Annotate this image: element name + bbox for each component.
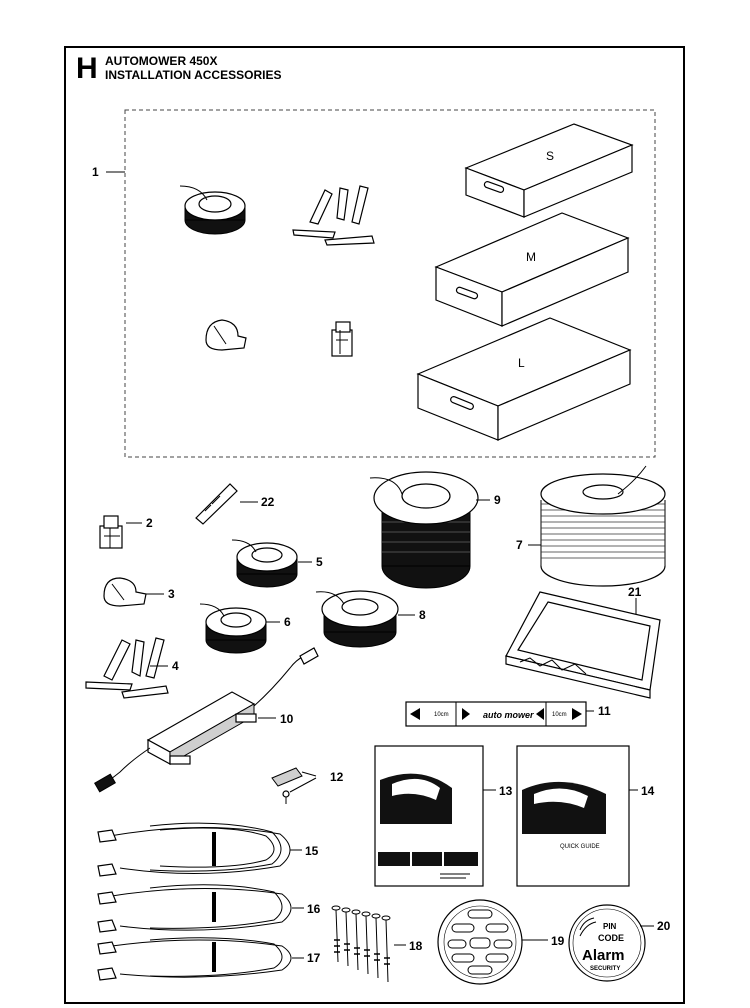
kit-coupler-icon [331,321,353,357]
callout-2: 2 [146,516,153,530]
callout-12: 12 [330,770,344,784]
callout-5: 5 [316,555,323,569]
kit-pegs-icon [292,185,375,246]
callout-6: 6 [284,615,291,629]
connector-icon [103,577,147,607]
callout-9: 9 [494,493,501,507]
section-letter: H [76,52,98,85]
kit-box-m [434,212,630,327]
svg-text:10cm: 10cm [552,712,567,718]
sticker-line3: Alarm [582,947,625,964]
callout-22: 22 [261,495,275,509]
box-m-label: M [526,250,536,264]
leader-12b [289,777,317,793]
callout-17: 17 [307,951,321,965]
cable-16-icon [97,884,292,933]
blade-screw-icon [271,767,303,804]
wire-spool-6-icon [199,603,267,654]
callout-16: 16 [307,902,321,916]
callout-8: 8 [419,608,426,622]
callout-4: 4 [172,659,179,673]
callout-19: 19 [551,934,565,948]
kit-wire-spool-icon [179,185,246,235]
sticker-line4: SECURITY [590,966,620,972]
box-l-label: L [518,356,525,370]
power-supply-icon [94,647,319,793]
cable-17-icon [97,937,292,981]
callout-3: 3 [168,587,175,601]
quick-guide-caption: QUICK GUIDE [560,844,600,850]
pegs-icon [85,637,169,699]
measuring-gauge-icon: 10cm 10cm [405,701,587,727]
wire-spool-8-icon [315,590,399,648]
kit-connector-icon [205,319,247,351]
page-title-model: AUTOMOWER 450X [105,54,218,68]
callout-1: 1 [92,165,99,179]
callout-21: 21 [628,585,642,599]
callout-10: 10 [280,712,294,726]
operator-manual-icon [374,745,484,887]
coupler-icon [99,515,123,549]
cable-reel-icon [540,465,666,587]
callout-18: 18 [409,939,423,953]
screws-icon [331,905,391,983]
screwdriver-bit-icon [195,483,238,525]
sticker-line2: CODE [598,933,624,943]
page-title-section: INSTALLATION ACCESSORIES [105,68,282,82]
callout-14: 14 [641,784,655,798]
gauge-brand: auto mower [483,710,534,720]
callout-15: 15 [305,844,319,858]
carry-case-icon [505,591,661,699]
callout-7: 7 [516,538,523,552]
alarm-sticker-icon [568,904,646,982]
svg-text:10cm: 10cm [434,712,449,718]
quick-guide-icon [516,745,630,887]
callout-20: 20 [657,919,671,933]
box-s-label: S [546,149,554,163]
kit-box-l [416,317,632,441]
kit-box-s [464,123,634,218]
large-wire-spool-icon [369,471,479,589]
callout-11: 11 [598,704,611,718]
kit-dashed-border [124,109,656,458]
wire-spool-5-icon [231,539,298,588]
leader-12a [301,771,317,777]
cable-15-icon [97,822,291,877]
sticker-line1: PIN [603,922,617,931]
charging-plate-icon [437,899,523,985]
callout-13: 13 [499,784,513,798]
page-frame [64,46,685,1004]
